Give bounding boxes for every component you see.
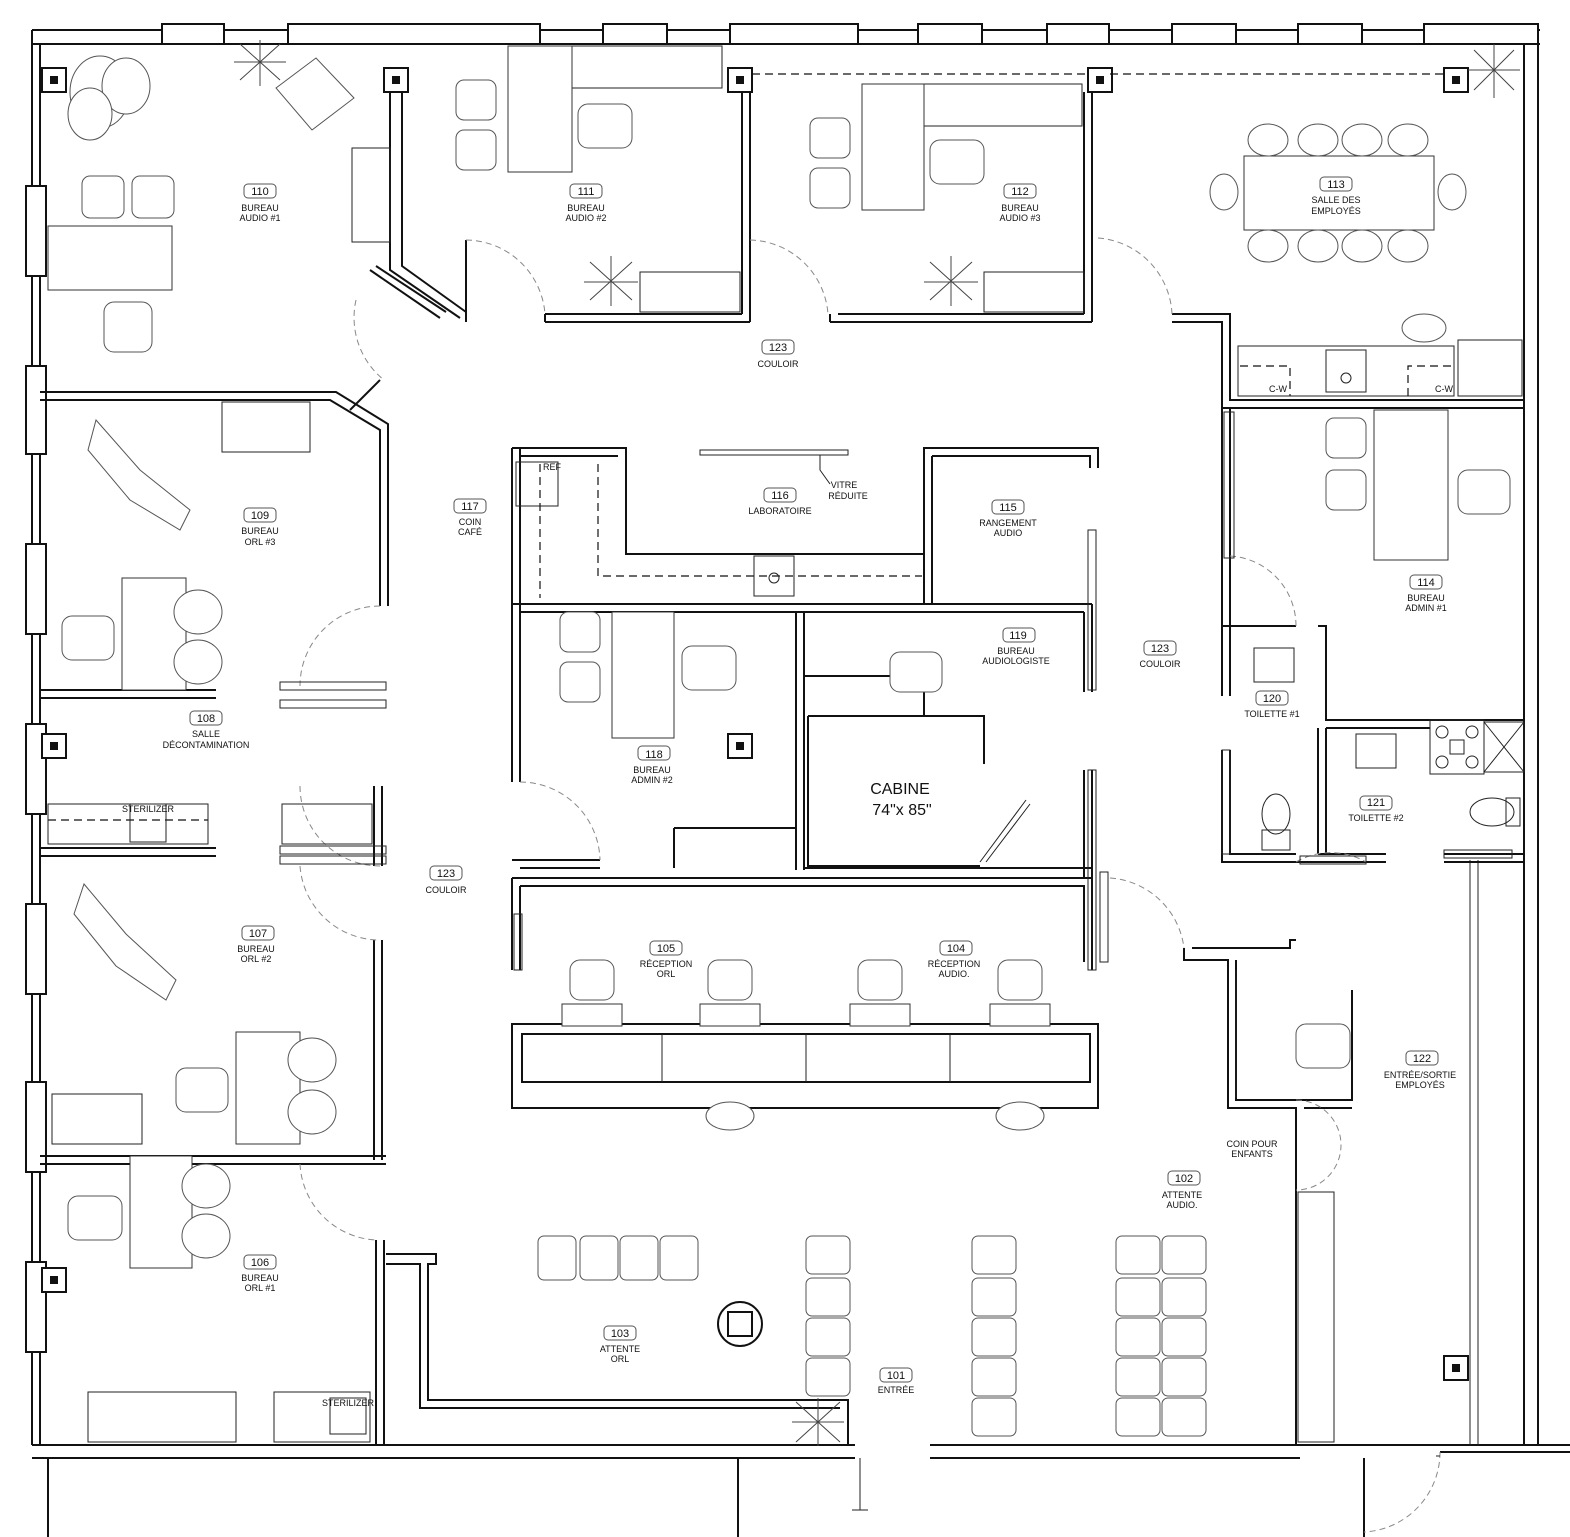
cw-label-1: C-W (1269, 384, 1287, 394)
room-114-name-2: ADMIN #1 (1405, 603, 1447, 613)
room-109-name-2: ORL #3 (245, 537, 276, 547)
room-113-name-1: SALLE DES (1311, 195, 1360, 205)
room-101-number: 101 (887, 1370, 905, 1382)
waiting-chairs (537, 1235, 1207, 1437)
room-123a-name: COULOIR (757, 359, 799, 369)
room-106-name-2: ORL #1 (245, 1283, 276, 1293)
room-115-name-2: AUDIO (994, 528, 1023, 538)
interior-walls (40, 45, 1525, 1445)
room-104-name-2: AUDIO. (938, 969, 969, 979)
room-123b-number: 123 (1151, 643, 1169, 655)
room-103-name-2: ORL (611, 1354, 630, 1364)
room-tags (189, 176, 1443, 1383)
room-123c-name: COULOIR (425, 885, 467, 895)
exterior-walls (25, 23, 1570, 1537)
room-119-name-1: BUREAU (997, 646, 1035, 656)
room-117-name-1: COIN (459, 517, 482, 527)
room-110-name-2: AUDIO #1 (239, 213, 280, 223)
exam-chairs (67, 55, 355, 1001)
room-111-name-1: BUREAU (567, 203, 605, 213)
room-116-number: 116 (771, 490, 789, 502)
room-111-name-2: AUDIO #2 (565, 213, 606, 223)
ref-label: REF (543, 462, 562, 472)
room-115-name-1: RANGEMENT (979, 518, 1037, 528)
room-122-number: 122 (1413, 1053, 1431, 1065)
room-107-name-1: BUREAU (237, 944, 275, 954)
room-105-name-2: ORL (657, 969, 676, 979)
cabine-title: CABINE (870, 781, 930, 798)
room-112-number: 112 (1011, 186, 1029, 198)
room-102-name-2: AUDIO. (1166, 1200, 1197, 1210)
room-102-name-1: ATTENTE (1162, 1190, 1202, 1200)
room-123c-number: 123 (437, 868, 455, 880)
room-121-name: TOILETTE #2 (1348, 813, 1403, 823)
room-114-number: 114 (1417, 577, 1435, 589)
sterilizer-label-2: STERILIZER (322, 1398, 375, 1408)
room-104-name-1: RÉCEPTION (928, 959, 981, 969)
room-labels: 110 BUREAU AUDIO #1 111 BUREAU AUDIO #2 … (163, 179, 1457, 1395)
room-117-number: 117 (461, 501, 479, 513)
room-121-number: 121 (1367, 797, 1385, 809)
room-122-name-1: ENTRÉE/SORTIE (1384, 1070, 1456, 1080)
coin-enfants-1: COIN POUR (1226, 1139, 1278, 1149)
room-104-number: 104 (947, 943, 965, 955)
room-123b-name: COULOIR (1139, 659, 1181, 669)
room-120-number: 120 (1263, 693, 1281, 705)
doors (279, 237, 1513, 1241)
room-117-name-2: CAFÉ (458, 527, 482, 537)
room-105-name-1: RÉCEPTION (640, 959, 693, 969)
room-112-name-1: BUREAU (1001, 203, 1039, 213)
cw-label-2: C-W (1435, 384, 1453, 394)
room-105-number: 105 (657, 943, 675, 955)
equipment-labels: REF C-W C-W STERILIZER STERILIZER (122, 384, 1454, 1408)
room-116-name: LABORATOIRE (748, 506, 811, 516)
room-108-number: 108 (197, 713, 215, 725)
room-109-number: 109 (251, 510, 269, 522)
room-108-name-1: SALLE (192, 729, 220, 739)
room-107-number: 107 (249, 928, 267, 940)
room-118-name-2: ADMIN #2 (631, 775, 673, 785)
desks (47, 45, 1449, 1269)
plants (234, 40, 1520, 1446)
room-120-name: TOILETTE #1 (1244, 709, 1299, 719)
room-122-name-2: EMPLOYÉS (1395, 1080, 1445, 1090)
room-112-name-2: AUDIO #3 (999, 213, 1040, 223)
room-107-name-2: ORL #2 (241, 954, 272, 964)
room-108-name-2: DÉCONTAMINATION (163, 740, 250, 750)
room-106-name-1: BUREAU (241, 1273, 279, 1283)
room-113-name-2: EMPLOYÉS (1311, 206, 1361, 216)
cabine-size: 74"x 85" (872, 802, 931, 819)
room-106-number: 106 (251, 1257, 269, 1269)
room-109-name-1: BUREAU (241, 526, 279, 536)
columns (41, 67, 1469, 1381)
room-119-number: 119 (1009, 630, 1027, 642)
room-123a-number: 123 (769, 342, 787, 354)
room-103-name-1: ATTENTE (600, 1344, 640, 1354)
room-115-number: 115 (999, 502, 1017, 514)
vitre-label-2: RÉDUITE (828, 491, 868, 501)
sterilizer-label-1: STERILIZER (122, 804, 175, 814)
room-111-number: 111 (578, 186, 595, 198)
room-119-name-2: AUDIOLOGISTE (982, 656, 1050, 666)
room-113-number: 113 (1327, 179, 1345, 191)
vitre-label-1: VITRE (831, 480, 858, 490)
room-102-number: 102 (1175, 1173, 1193, 1185)
room-103-number: 103 (611, 1328, 629, 1340)
coin-enfants-2: ENFANTS (1231, 1149, 1273, 1159)
room-101-name: ENTRÉE (878, 1385, 915, 1395)
room-114-name-1: BUREAU (1407, 593, 1445, 603)
lab-details (47, 345, 1521, 1457)
room-110-number: 110 (251, 186, 269, 198)
room-110-name-1: BUREAU (241, 203, 279, 213)
room-118-name-1: BUREAU (633, 765, 671, 775)
chairs (61, 79, 1511, 1259)
room-118-number: 118 (645, 749, 663, 761)
